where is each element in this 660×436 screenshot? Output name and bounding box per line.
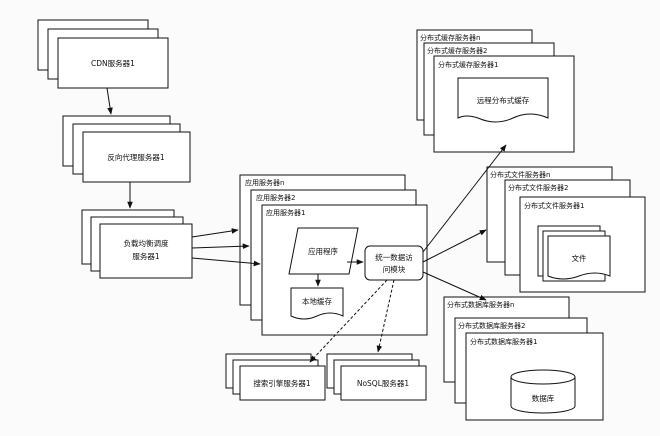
nosql-label: NoSQL服务器1 — [357, 378, 410, 388]
search-engine-stack: 搜索引擎服务器1 — [225, 353, 326, 401]
remote-cache-label: 远程分布式缓存 — [477, 95, 530, 105]
connectors — [106, 87, 507, 363]
cache-server-stack: 分布式缓存服务器n 分布式缓存服务器2 分布式缓存服务器1 远程分布式缓存 — [416, 29, 575, 153]
unified-access-label-line2: 问模块 — [383, 264, 406, 274]
nosql-box — [340, 365, 427, 401]
app-server-n-label: 应用服务器n — [245, 178, 284, 187]
local-cache-shape — [290, 287, 344, 320]
app-server-1-label: 应用服务器1 — [266, 208, 305, 217]
app-server-2-label: 应用服务器2 — [256, 193, 295, 202]
file-server-2-label: 分布式文件服务器2 — [508, 183, 568, 192]
file-shape — [547, 235, 611, 280]
arrow-cdn-to-proxy — [106, 87, 113, 115]
remote-cache-shape — [457, 77, 549, 123]
cdn-server-stack: CDN服务器1 — [37, 19, 169, 89]
arrow-access-to-db — [422, 271, 487, 301]
search-engine-box — [239, 365, 326, 401]
file-server-1-label: 分布式文件服务器1 — [524, 201, 584, 210]
search-engine-label: 搜索引擎服务器1 — [253, 378, 310, 388]
arrow-access-to-file — [422, 229, 487, 263]
reverse-proxy-stack: 反向代理服务器1 — [62, 115, 191, 183]
local-cache-label: 本地缓存 — [302, 296, 332, 306]
unified-access-module-box — [364, 245, 424, 281]
load-balancer-label-line2: 服务器1 — [132, 251, 159, 261]
cache-server-2-label: 分布式缓存服务器2 — [427, 46, 487, 55]
db-server-n-label: 分布式数据库服务器n — [447, 300, 514, 309]
reverse-proxy-label: 反向代理服务器1 — [107, 152, 164, 162]
app-program-label: 应用程序 — [308, 246, 338, 256]
db-server-2-label: 分布式数据库服务器2 — [458, 321, 525, 330]
file-server-n-label: 分布式文件服务器n — [490, 170, 550, 179]
app-server-stack: 应用服务器n 应用服务器2 应用服务器1 应用程序 本地缓存 统一数据访 问模块 — [239, 174, 428, 336]
app-program-shape — [288, 227, 359, 275]
db-server-1-label: 分布式数据库服务器1 — [470, 337, 537, 346]
arrow-access-to-nosql — [376, 279, 395, 353]
database-cylinder-top — [510, 369, 576, 385]
file-server-stack: 分布式文件服务器n 分布式文件服务器2 分布式文件服务器1 文件 — [486, 166, 646, 293]
unified-access-label-line1: 统一数据访 — [375, 252, 413, 262]
nosql-stack: NoSQL服务器1 — [326, 353, 427, 401]
reverse-proxy-box — [82, 131, 191, 183]
load-balancer-box — [99, 223, 193, 279]
database-cylinder — [510, 377, 576, 414]
file-label: 文件 — [572, 253, 587, 263]
db-server-stack: 分布式数据库服务器n 分布式数据库服务器2 分布式数据库服务器1 数据库 — [443, 296, 604, 421]
cdn-server-label: CDN服务器1 — [91, 58, 135, 68]
arrow-lb-to-app-2 — [191, 243, 250, 250]
load-balancer-label-line1: 负载均衡调度 — [124, 238, 169, 248]
cdn-server-box — [57, 37, 169, 89]
load-balancer-stack: 负载均衡调度 服务器1 — [81, 209, 193, 279]
arrow-access-to-cache — [422, 144, 507, 253]
cache-server-1-label: 分布式缓存服务器1 — [438, 60, 498, 69]
arrow-lb-to-app-1 — [191, 257, 261, 267]
cache-server-n-label: 分布式缓存服务器n — [420, 33, 480, 42]
arrow-lb-to-app-n — [191, 228, 239, 238]
arrow-access-to-search — [309, 279, 388, 363]
database-label: 数据库 — [532, 393, 555, 403]
